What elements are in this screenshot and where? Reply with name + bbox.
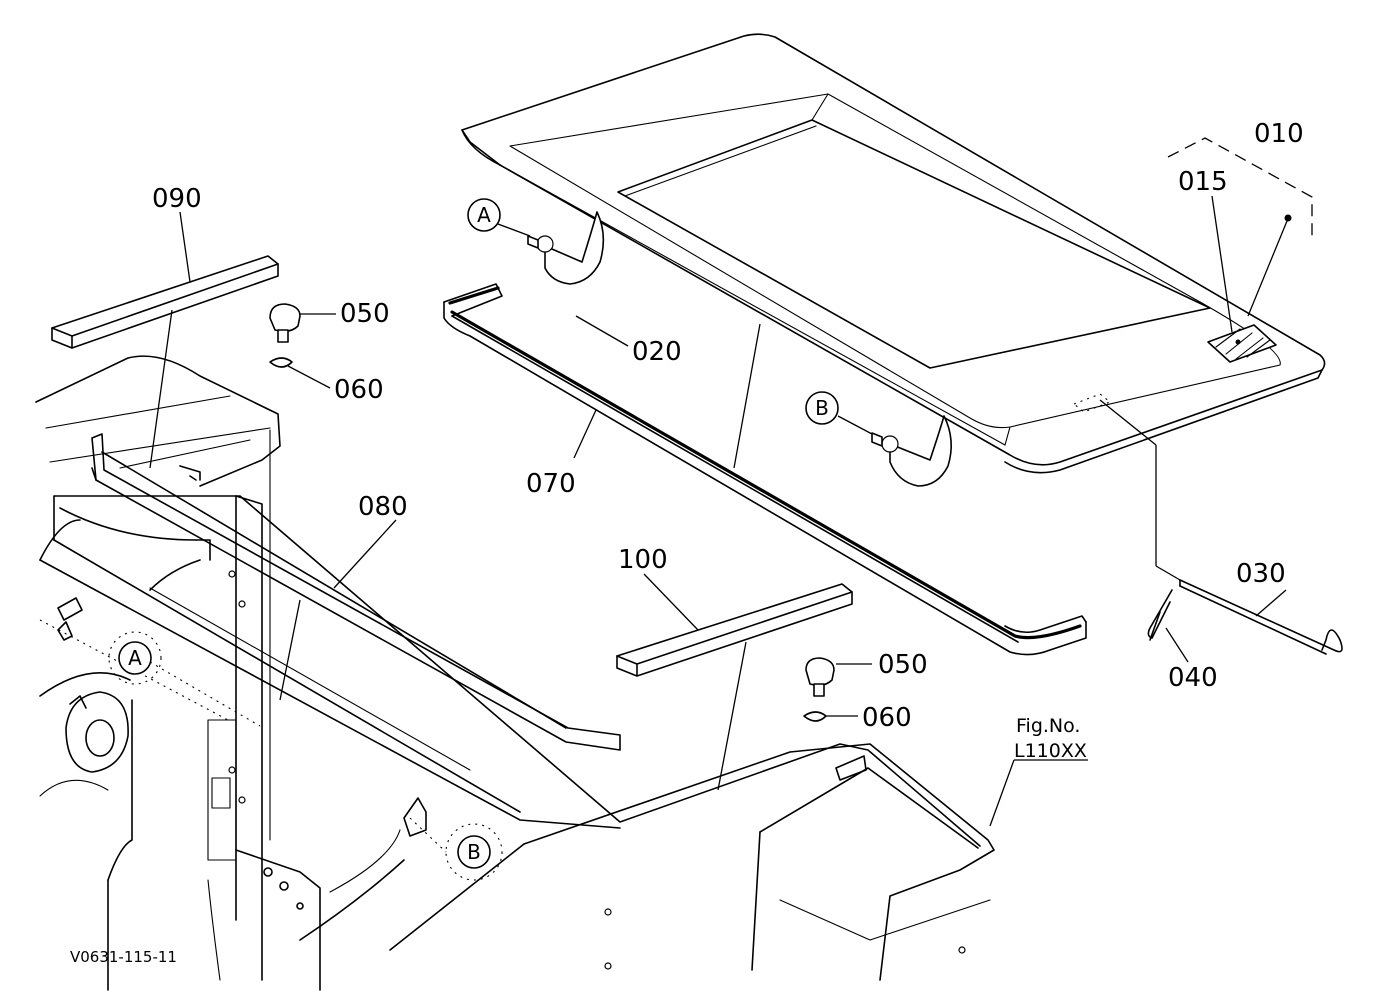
figure-number-label: Fig.No. [1016,715,1080,737]
lock-pin-040 [1147,589,1173,641]
callout-b-top: B [805,391,839,425]
part-label-020: 020 [632,337,682,367]
part-label-070: 070 [526,469,576,499]
drawing-reference: V0631-115-11 [70,948,177,966]
support-rod-030 [1099,399,1343,655]
svg-text:B: B [815,396,829,420]
part-label-050-left: 050 [340,299,390,329]
part-label-080: 080 [358,492,408,522]
svg-text:A: A [477,203,491,227]
seal-080 [91,433,621,751]
part-label-030: 030 [1236,559,1286,589]
part-label-010: 010 [1254,119,1304,149]
part-label-015: 015 [1178,167,1228,197]
seal-070 [443,283,1087,656]
leader-lines [149,195,1287,853]
part-label-090: 090 [152,184,202,214]
svg-text:B: B [467,840,481,864]
part-010-bracket [1167,137,1313,317]
part-label-040: 040 [1168,663,1218,693]
hinge-bracket-b [871,415,952,487]
part-label-060-right: 060 [862,703,912,733]
callout-b-bottom: B [445,823,503,881]
callout-a-top: A [467,198,501,232]
hood-cover [461,33,1326,474]
part-label-060-left: 060 [334,375,384,405]
strip-090 [51,255,279,349]
hinge-bracket-a [527,211,605,285]
part-label-050-right: 050 [878,650,928,680]
part-label-100: 100 [618,545,668,575]
figure-number: L110XX [1014,740,1087,762]
rubber-stop-050-right [803,657,835,722]
callout-a-bottom: A [108,631,162,685]
machine-frame [35,355,995,991]
strip-100 [616,583,853,677]
rubber-stop-050-left [269,303,301,368]
svg-text:A: A [128,646,142,670]
